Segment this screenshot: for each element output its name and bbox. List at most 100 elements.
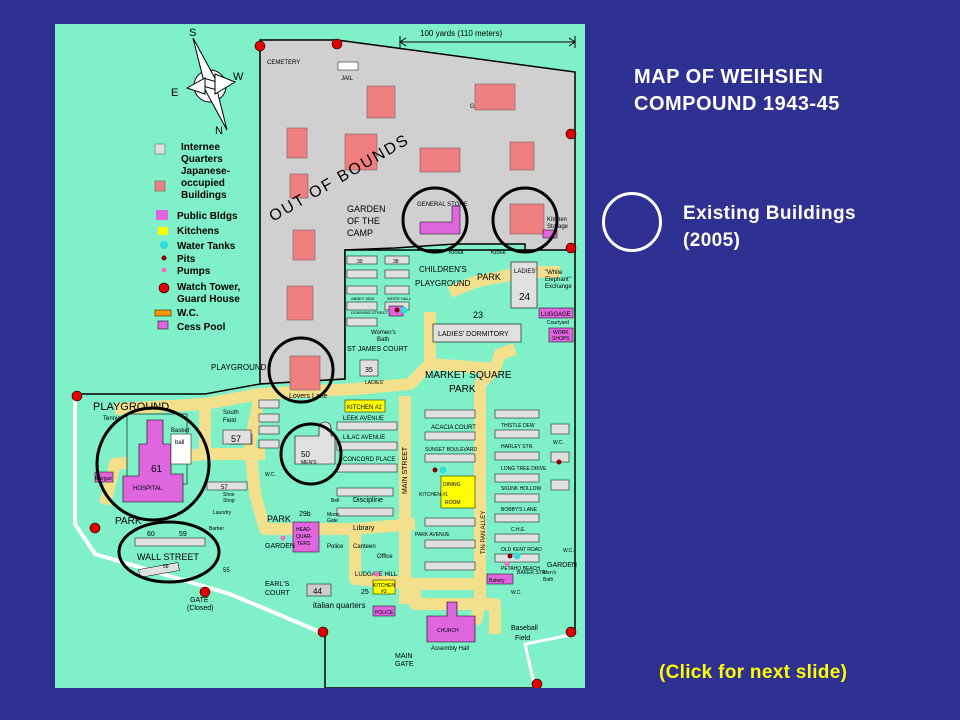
ladies-small: LADIES' [365, 380, 384, 386]
main-street: MAIN STREET [402, 446, 409, 494]
acacia-court: ACACIA COURT [431, 425, 476, 431]
japanese-buildings [286, 83, 545, 391]
tin-pan-alley: TIN PAN ALLEY [481, 511, 487, 554]
legend-internee-1: Internee [181, 142, 220, 153]
legend-kitchens: Kitchens [177, 226, 220, 237]
church-label: CHURCH [437, 628, 459, 634]
white-elephant-2: Elephant" [545, 277, 571, 283]
legend-japanese-2: occupied [181, 178, 225, 189]
abbey-side: ABBEY SIDE [351, 296, 375, 301]
b50: 50 [301, 450, 310, 459]
white-hall: WHITE HALL [387, 296, 412, 301]
south-field-1: South [223, 410, 239, 416]
assembly-hall: Assembly Hall [431, 646, 469, 652]
basketball-1: Basket [171, 428, 190, 434]
wc-1: W.C. [265, 472, 276, 478]
bobbys-lane: BOBBY'S LANE [501, 507, 538, 513]
garden-camp-2: OF THE [347, 216, 380, 226]
st-james-court: ST JAMES COURT [347, 346, 409, 353]
courtyard-label: Courtyard [547, 320, 569, 326]
garden-camp-3: CAMP [347, 228, 373, 238]
legend-pits: Pits [177, 254, 196, 265]
wc-4: W.C. [511, 590, 522, 596]
compass-n: N [215, 125, 223, 137]
work-shops-2: SHOPS [552, 336, 570, 342]
wc-3: W.C. [563, 548, 574, 554]
hospital-label: HOSPITAL [133, 486, 163, 492]
legend-water: Water Tanks [177, 241, 236, 252]
b55: 55 [223, 568, 230, 574]
moon-gate-1: Moon [327, 512, 340, 518]
morgue: Morgue [95, 476, 112, 482]
garden-right: GARDEN [547, 562, 577, 569]
white-elephant-1: "White [545, 270, 563, 276]
b56: 57 [221, 485, 228, 491]
hq-1: HEAD- [296, 527, 312, 533]
petaho-beach: PETAHO BEACH [501, 566, 540, 572]
existing-buildings-legend: Existing Buildings (2005) [683, 200, 856, 254]
slide-title: MAP OF WEIHSIEN COMPOUND 1943-45 [634, 64, 840, 118]
baseball-2: Field [515, 635, 530, 642]
watch-towers [71, 38, 577, 688]
b60: 60 [147, 531, 155, 538]
downing-street: DOWNING STREET [351, 310, 388, 315]
kitchen-1: KITCHEN #1 [419, 492, 448, 498]
kiosk-label-2: Kiosk [491, 250, 507, 256]
hospital [122, 419, 184, 503]
library: Library [353, 525, 375, 532]
wall-street: WALL STREET [137, 552, 199, 562]
italian-quarters: italian quarters [313, 601, 365, 610]
kiosk-label-1: Kiosk [449, 250, 465, 256]
main-gate-2: GATE [395, 661, 414, 668]
b29b: 29b [299, 511, 311, 518]
water-tanks [400, 306, 521, 560]
mens-bath-1: Men's [543, 570, 557, 576]
compound-map: CEMETERY JAIL GARAGE OUT OF BOUNDS GARDE… [55, 24, 585, 688]
kitchen-3-2: #3 [381, 589, 387, 595]
church [426, 601, 476, 643]
wc-2: W.C. [553, 440, 564, 446]
park-lower-left: PARK [115, 516, 142, 527]
general-store [419, 205, 461, 235]
barber: Barber [209, 526, 224, 532]
legend-tower-1: Watch Tower, [177, 282, 241, 293]
kitchen-2: KITCHEN #2 [347, 405, 382, 411]
playground-top: PLAYGROUND [211, 363, 267, 372]
main-gate-1: MAIN [395, 653, 413, 660]
title-line-2: COMPOUND 1943-45 [634, 93, 840, 115]
existing-line-2: (2005) [683, 230, 741, 251]
police-2: POLICE [375, 610, 394, 616]
lovers-lane: Lovers Lane [289, 393, 328, 400]
scale-bar [399, 36, 576, 48]
mens-label: MEN'S [301, 460, 317, 466]
bell: Bell [331, 498, 339, 504]
ladies-label: LADIES' [514, 269, 537, 275]
childrens-label-1: CHILDREN'S [419, 265, 467, 274]
b25: 25 [361, 589, 369, 596]
baker-street: BAKER STR. [517, 570, 547, 576]
compass-s: S [189, 27, 196, 39]
dining-2: ROOM [445, 500, 461, 506]
tennis: Tennis [103, 416, 120, 422]
legend-tower-2: Guard House [177, 294, 240, 305]
existing-buildings-circle-icon [602, 192, 662, 252]
legend-japanese-1: Japanese- [181, 166, 230, 177]
b57: 57 [231, 434, 241, 444]
b61: 61 [151, 464, 163, 475]
next-slide-link[interactable]: (Click for next slide) [659, 662, 848, 683]
b39: 39 [357, 259, 363, 265]
legend-public: Public Bldgs [177, 211, 238, 222]
compass-icon [185, 37, 237, 131]
market-square: MARKET SQUARE [425, 370, 512, 381]
gate-1: GATE [190, 597, 209, 604]
dining-1: DINING [443, 482, 461, 488]
south-field-2: Field [223, 418, 236, 424]
pumps [280, 535, 510, 577]
womens-bath-1: Women's [371, 330, 396, 336]
concord-place: CONCORD PLACE [343, 457, 395, 463]
b59: 59 [179, 531, 187, 538]
title-line-1: MAP OF WEIHSIEN [634, 66, 824, 88]
pits [394, 307, 562, 559]
old-kent-road: OLD KENT ROAD [501, 547, 542, 553]
legend-japanese-3: Buildings [181, 190, 227, 201]
